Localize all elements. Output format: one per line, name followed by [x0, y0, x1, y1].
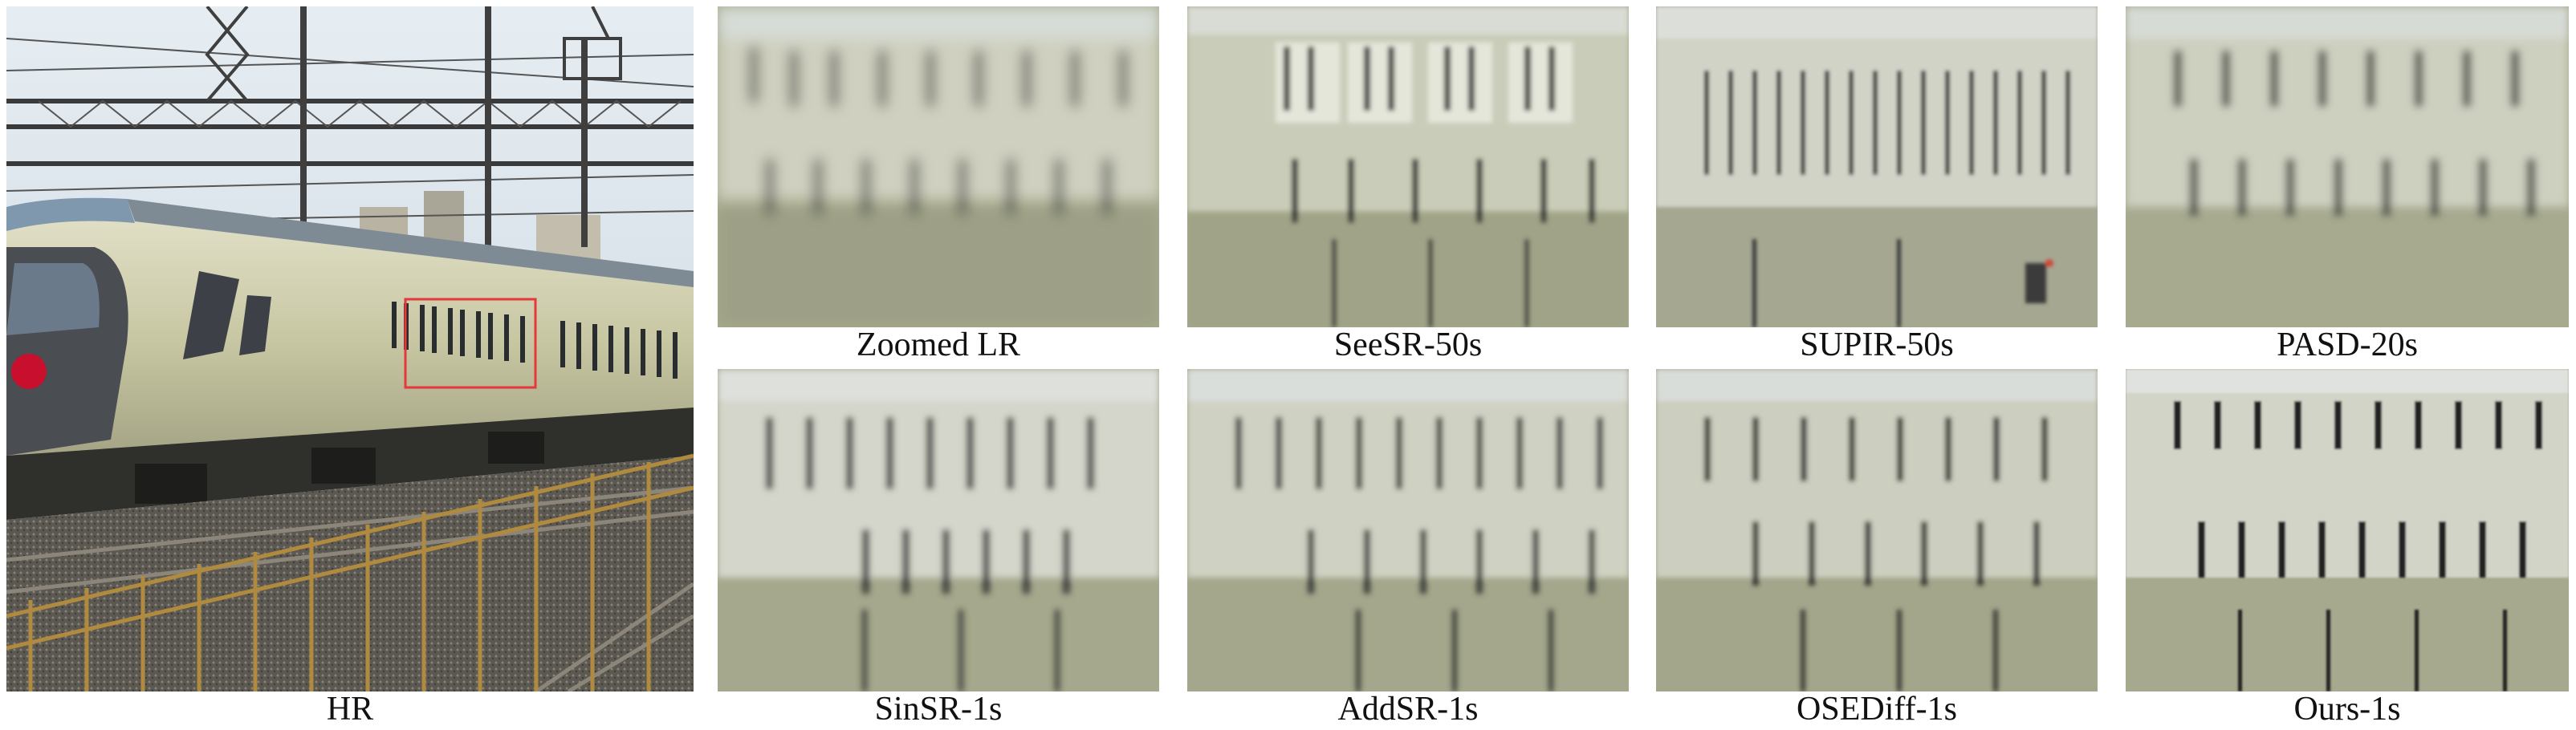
- crop-ours: [2126, 369, 2569, 691]
- caption-sinsr: SinSR-1s: [874, 691, 1003, 728]
- crop-addsr: [1187, 369, 1629, 691]
- crop-supir: [1656, 6, 2098, 327]
- caption-ours: Ours-1s: [2293, 691, 2401, 728]
- crop-pasd: [2126, 6, 2569, 327]
- caption-seesr: SeeSR-50s: [1333, 326, 1483, 363]
- crop-sinsr: [718, 369, 1159, 691]
- caption-osediff: OSEDiff-1s: [1797, 691, 1957, 728]
- crop-osediff: [1656, 369, 2098, 691]
- caption-hr: HR: [326, 691, 374, 728]
- caption-addsr: AddSR-1s: [1337, 691, 1479, 728]
- caption-supir: SUPIR-50s: [1800, 326, 1954, 363]
- crop-seesr: [1187, 6, 1629, 327]
- hr-image: [6, 6, 694, 691]
- caption-pasd: PASD-20s: [2277, 326, 2418, 363]
- crop-zoomed-lr: [718, 6, 1159, 327]
- caption-zoomed-lr: Zoomed LR: [856, 326, 1021, 363]
